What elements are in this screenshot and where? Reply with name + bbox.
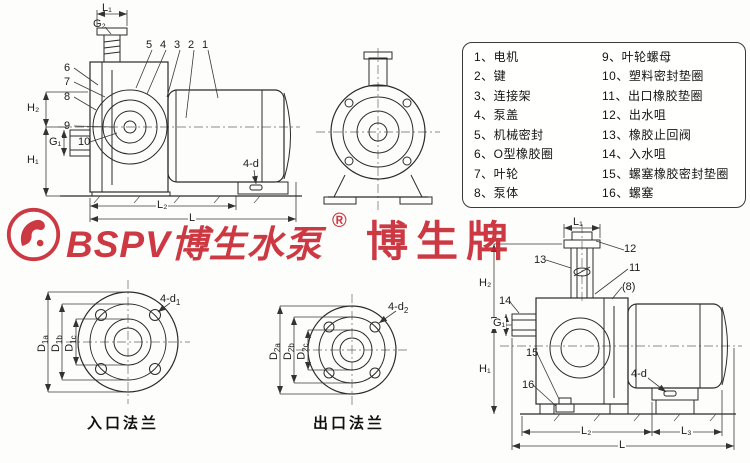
inlet-flange-caption: 入口法兰 [87,415,160,432]
dim-label-h2: H₂ [27,102,40,114]
dim-label-4d2: 4-d2 [388,301,409,316]
legend-column-right: 9、叶轮螺母 10、塑料密封垫圈 11、出口橡胶垫圈 12、出水咀 13、橡胶止… [602,51,741,199]
legend-item-8: 8、泵体 [474,185,519,200]
legend-item-9: 9、叶轮螺母 [602,50,672,64]
inlet-flange-art [45,280,190,404]
legend-item-5: 5、机械密封 [474,127,544,142]
series-name-text: 博生牌 [366,218,517,265]
callout-6: 6 [64,62,71,74]
callout-12: 12 [624,243,637,255]
legend-item-11: 11、出口橡胶垫圈 [602,88,703,103]
callout-2: 2 [188,39,195,51]
outlet-flange-art [277,294,408,406]
bspv-logo-icon [6,207,61,262]
motor-body [167,89,291,183]
outlet-flange-dimensions [277,305,397,395]
section-view-dimensions [491,224,735,450]
callout-15: 15 [526,347,539,359]
callout-14: 14 [499,295,512,307]
callout-10: 10 [78,136,91,148]
callout-8-ref: (8) [622,281,636,293]
dim-label-g1-section: G₁ [492,317,507,329]
side-view-base [60,181,302,204]
callout-4: 4 [160,39,167,51]
dim-label-d2b: D2b [281,343,297,361]
inlet-flange-bolt-holes [95,309,161,375]
legend-item-14: 14、入水咀 [602,147,667,162]
legend-item-7: 7、叶轮 [474,166,519,181]
pump-casing [69,61,169,193]
legend-item-13: 13、橡胶止回阀 [602,127,692,142]
volute-circles [330,84,426,180]
legend-item-16: 16、螺塞 [602,185,654,200]
legend-item-3: 3、连接架 [474,88,532,103]
brand-name-text: BSPV博生水泵 [66,224,323,265]
front-view-port [363,51,393,87]
dim-label-h1-section: H₁ [479,363,491,375]
legend-item-2: 2、键 [474,69,507,84]
dim-label-l3-section: L₃ [680,425,693,437]
legend-item-1: 1、电机 [474,50,519,64]
legend-item-10: 10、塑料密封垫圈 [602,69,704,84]
outlet-flange-bolt-holes [323,321,381,379]
callout-11: 11 [629,262,641,274]
callout-8: 8 [64,91,71,103]
check-valve [573,266,591,277]
section-view-base [520,387,736,422]
dim-label-l1-section: L₁ [573,216,583,228]
legend-item-4: 4、泵盖 [474,108,519,123]
section-view-art [491,224,742,450]
dim-label-d2c: D2c [295,343,310,360]
inlet-flange-dimensions [45,291,171,393]
dim-label-d2a: D2a [267,343,283,361]
side-view-top-port [96,27,128,63]
dim-label-4d-section: 4-d [631,368,647,380]
dim-label-l1: L₁ [102,2,112,14]
legend-item-12: 12、出水咀 [602,108,667,123]
dim-label-l-section: L [618,439,627,451]
dim-label-h1: H₁ [27,154,39,166]
dim-label-h2-section: H₂ [479,277,492,289]
dim-label-4d: 4-d [243,158,259,170]
pump-body-section [511,297,629,405]
callout-9: 9 [64,120,71,132]
dim-label-g2: G₂ [93,18,106,30]
dim-label-d1a: D1a [35,335,51,353]
dim-label-d1b: D1b [49,335,65,353]
legend-column-left: 1、电机 2、键 3、连接架 4、泵盖 5、机械密封 6、O型橡胶圈 7、叶轮 … [474,51,602,199]
side-view-art [43,10,302,222]
registered-mark: ® [332,210,347,232]
outlet-flange-caption: 出口法兰 [313,415,386,432]
callout-16: 16 [522,379,535,391]
brand-watermark: BSPV博生水泵 ® 博生牌 [0,202,570,266]
front-view-art [316,48,440,212]
dim-label-4d1: 4-d1 [160,293,181,308]
callout-7: 7 [64,76,71,88]
callout-3: 3 [174,39,181,51]
callout-13: 13 [534,254,547,266]
callout-1: 1 [202,39,209,51]
legend-item-15: 15、螺塞橡胶密封垫圈 [602,166,729,181]
dim-label-g1: G₁ [48,136,63,148]
dim-label-d1c: D1c [63,335,78,352]
dim-label-l2-section: L₂ [580,425,593,437]
callout-5: 5 [146,39,153,51]
parts-legend: 1、电机 2、键 3、连接架 4、泵盖 5、机械密封 6、O型橡胶圈 7、叶轮 … [462,42,746,208]
legend-item-6: 6、O型橡胶圈 [474,147,554,162]
drain-plug [555,397,575,413]
front-view-base [323,174,433,205]
